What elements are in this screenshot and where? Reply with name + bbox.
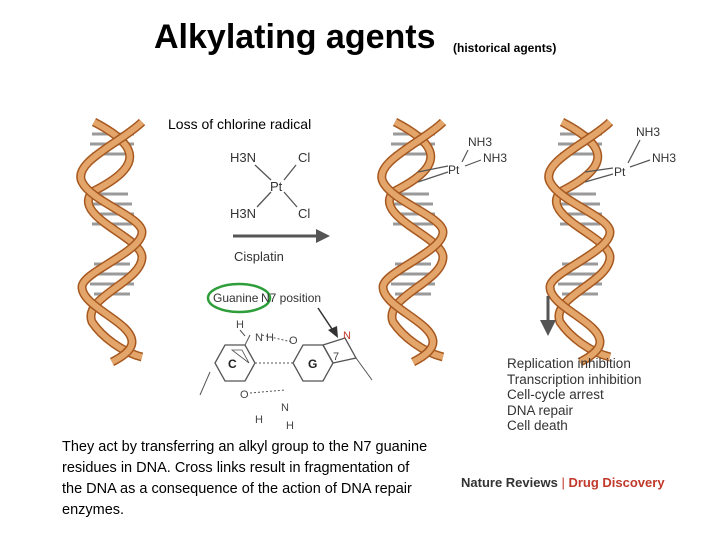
effect-item: Transcription inhibition	[507, 371, 642, 387]
guanine-highlight-circle	[206, 282, 272, 314]
effect-item: DNA repair	[507, 402, 574, 418]
publisher-journal: Nature Reviews	[461, 475, 558, 490]
reaction-arrow-head	[316, 229, 330, 243]
cisplatin-cl-a: Cl	[298, 150, 310, 165]
cisplatin-cl-b: Cl	[298, 206, 310, 221]
effect-item: Replication inhibition	[507, 356, 631, 371]
cytosine-c: C	[228, 357, 237, 371]
body-text: They act by transferring an alkyl group …	[62, 439, 428, 518]
n7-number: 7	[333, 351, 339, 363]
publisher-credit: Nature Reviews | Drug Discovery	[461, 475, 665, 490]
svg-text:O: O	[289, 335, 298, 347]
cisplatin-label: Cisplatin	[234, 249, 284, 264]
cisplatin-pt: Pt	[270, 179, 283, 194]
adduct1-nh3-a: NH3	[468, 135, 492, 149]
n7-position-label: N7 position	[261, 291, 321, 305]
cisplatin-nh3-a: H3N	[230, 150, 256, 165]
adduct2-nh3-a: NH3	[636, 125, 660, 139]
publisher-separator: |	[561, 475, 565, 490]
slide-subtitle: (historical agents)	[453, 41, 557, 55]
adduct1-nh3-b: NH3	[483, 151, 507, 165]
svg-text:H: H	[236, 319, 244, 331]
svg-text:H: H	[255, 414, 263, 426]
slide-title: Alkylating agents	[154, 18, 436, 56]
effect-item: Cell death	[507, 418, 568, 433]
svg-text:O: O	[240, 389, 249, 401]
svg-text:H: H	[266, 332, 274, 344]
cisplatin-nh3-b: H3N	[230, 206, 256, 221]
svg-text:N: N	[343, 330, 351, 342]
svg-text:N: N	[255, 332, 263, 344]
adduct2-pt: Pt	[614, 165, 626, 179]
effects-list: Replication inhibition Transcription inh…	[507, 356, 642, 434]
loss-of-chlorine-caption: Loss of chlorine radical	[168, 116, 312, 132]
effect-item: Cell-cycle arrest	[507, 387, 604, 402]
guanine-g: G	[308, 357, 317, 371]
adduct2-nh3-b: NH3	[652, 151, 676, 165]
svg-text:N: N	[281, 402, 289, 414]
svg-text:H: H	[286, 420, 294, 432]
guanine-label: Guanine	[213, 291, 259, 305]
adduct1-pt: Pt	[448, 163, 460, 177]
publisher-title: Drug Discovery	[568, 475, 665, 490]
